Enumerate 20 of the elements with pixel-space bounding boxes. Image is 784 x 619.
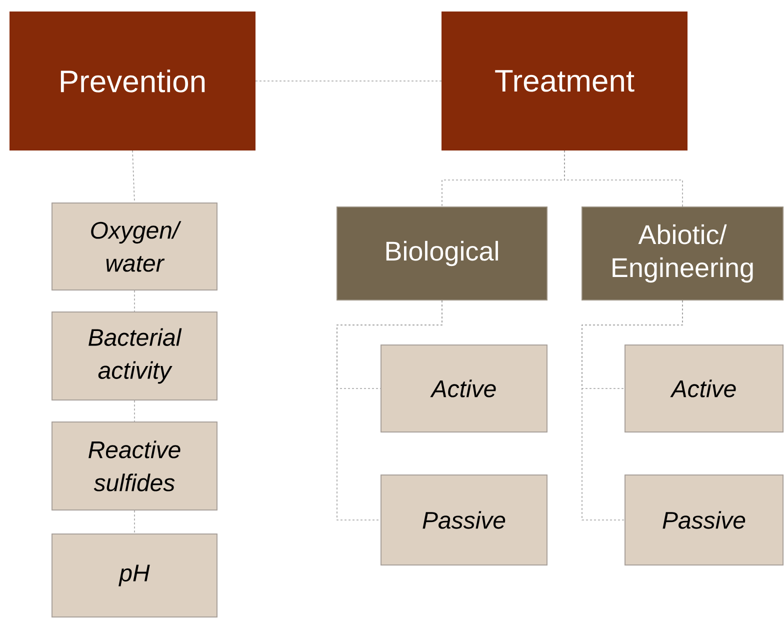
item-box: Active [380,344,548,432]
connector-line [564,150,683,207]
connector-line [132,150,135,203]
category-box: Biological [336,206,548,300]
connector-line [134,400,135,422]
connector-line [134,510,135,534]
category-box: Abiotic/ Engineering [582,206,784,300]
item-box: Passive [624,474,784,566]
connector-line [336,300,442,520]
connector-line [582,300,683,520]
item-box: Oxygen/ water [52,202,218,290]
item-box: Passive [380,474,548,566]
heading-box: Treatment [442,12,688,150]
item-box: Reactive sulfides [52,422,218,510]
connector-line [134,290,135,312]
item-box: Bacterial activity [52,312,218,400]
item-box: pH [52,534,218,618]
item-box: Active [624,344,784,432]
heading-box: Prevention [10,12,256,150]
connector-line [255,80,442,82]
